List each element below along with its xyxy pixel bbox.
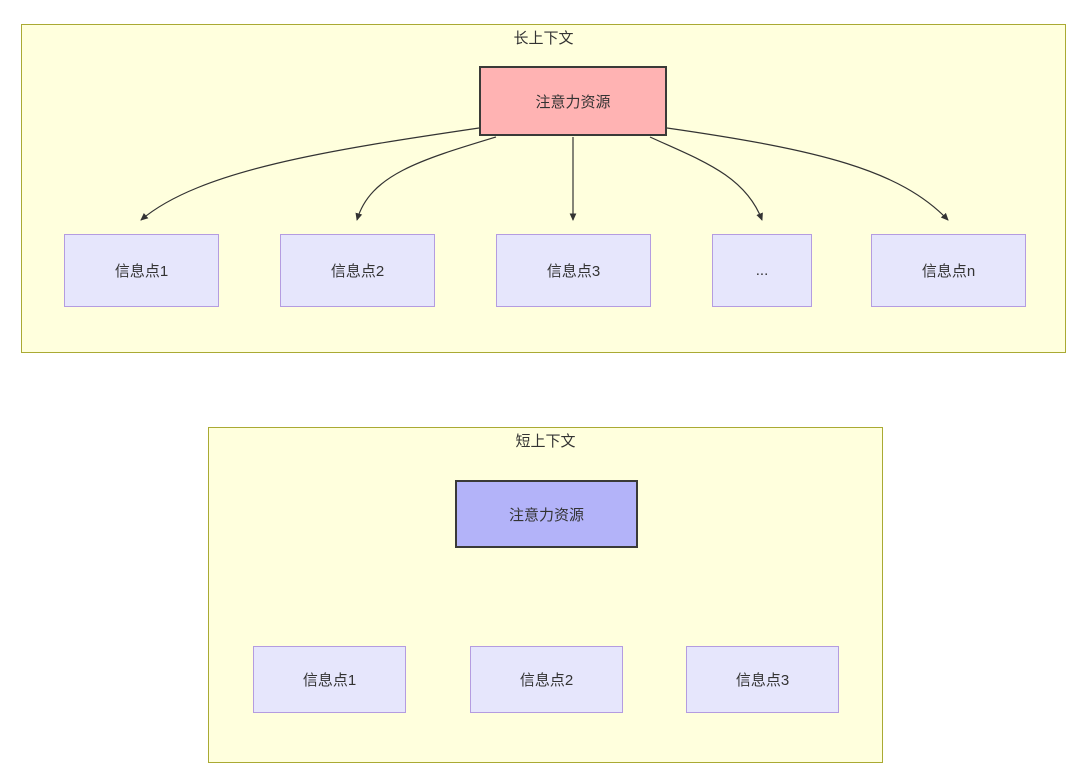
node-label: 注意力资源 (535, 93, 611, 111)
node-info-point-1-short[interactable]: 信息点1 (253, 646, 406, 713)
node-info-point-2-short[interactable]: 信息点2 (470, 646, 623, 713)
node-label: 信息点2 (519, 672, 574, 689)
group-short-context-title: 短上下文 (515, 433, 576, 450)
node-label: 注意力资源 (508, 506, 584, 524)
node-label: 信息点1 (302, 672, 357, 689)
node-info-point-2-long[interactable]: 信息点2 (280, 234, 435, 307)
node-label: 信息点1 (114, 263, 169, 280)
node-info-point-n-long[interactable]: 信息点n (871, 234, 1026, 307)
node-attention-resource-short[interactable]: 注意力资源 (455, 480, 638, 548)
group-long-context-title: 长上下文 (513, 30, 574, 47)
node-attention-resource-long[interactable]: 注意力资源 (479, 66, 667, 136)
node-info-point-3-long[interactable]: 信息点3 (496, 234, 651, 307)
node-info-point-3-short[interactable]: 信息点3 (686, 646, 839, 713)
node-info-point-ellipsis-long[interactable]: ... (712, 234, 812, 307)
node-info-point-1-long[interactable]: 信息点1 (64, 234, 219, 307)
node-label: 信息点3 (735, 672, 790, 689)
node-label: ... (755, 262, 769, 279)
node-label: 信息点3 (546, 263, 601, 280)
node-label: 信息点2 (330, 263, 385, 280)
node-label: 信息点n (921, 263, 976, 280)
